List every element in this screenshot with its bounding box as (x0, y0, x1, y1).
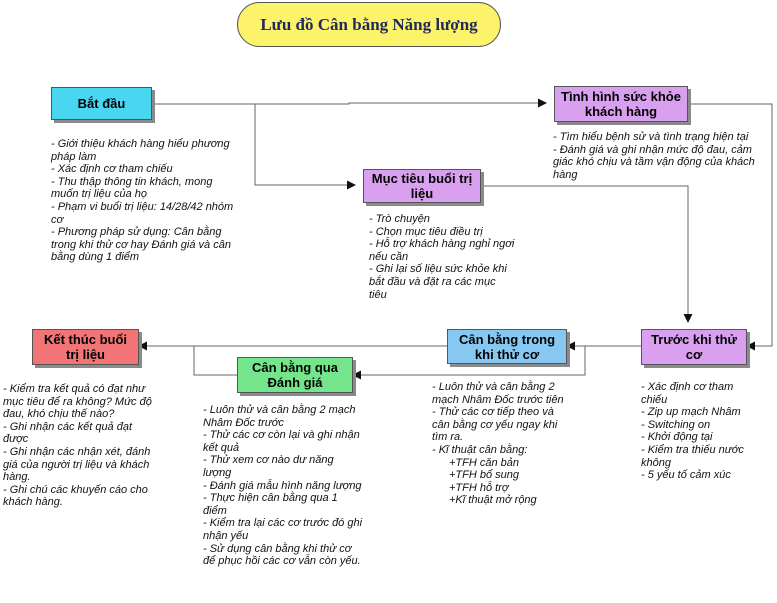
notes-start: - Giới thiệu khách hàng hiểu phương pháp… (51, 138, 241, 264)
note-item: - Luôn thử và cân bằng 2 mạch Nhâm Đốc t… (203, 404, 356, 429)
note-subitem: +TFH hỗ trợ (449, 481, 509, 494)
note-item: - Kiểm tra thiếu nước không (641, 443, 744, 469)
note-item: - Thực hiện cân bằng qua 1 điểm (203, 492, 338, 517)
note-item: - Đánh giá và ghi nhận mức độ đau, cảm g… (553, 143, 755, 181)
node-start: Bắt đầu (51, 87, 152, 120)
arrow-before-to-eval (352, 345, 641, 380)
arrow-start-to-goals (152, 103, 356, 190)
notes-end-session: - Kiểm tra kết quả có đạt như mục tiêu đ… (3, 383, 153, 509)
notes-balance-during-test: - Luôn thử và cân bằng 2 mạch Nhâm Đốc t… (432, 381, 564, 507)
node-balance-during-test: Cân bằng trong khi thử cơ (447, 329, 567, 364)
note-item: - Phạm vi buổi trị liệu: 14/28/42 nhóm c… (51, 200, 234, 226)
note-item: - Đánh giá mẫu hình năng lượng (203, 479, 362, 492)
note-item: - Ghi chú các khuyến cáo cho khách hàng. (3, 483, 148, 509)
note-item: - Tìm hiểu bệnh sử và tình trạng hiện tạ… (553, 131, 749, 143)
notes-balance-evaluation: - Luôn thử và cân bằng 2 mạch Nhâm Đốc t… (203, 404, 363, 568)
note-item: - Xác định cơ tham chiếu (51, 163, 173, 176)
note-item: - 5 yếu tố cảm xúc (641, 469, 731, 482)
note-item: - Chọn mục tiêu điều trị (369, 225, 483, 238)
note-item: - Zip up mạch Nhâm (641, 406, 741, 419)
diagram-title: Lưu đồ Cân bằng Năng lượng (237, 2, 501, 47)
note-item: - Giới thiệu khách hàng hiểu phương pháp… (51, 138, 230, 163)
note-item: - Sử dụng cân bằng khi thử cơ để phục hồ… (203, 542, 361, 568)
note-item: - Switching on (641, 418, 711, 431)
note-item: - Luôn thử và cân bằng 2 mạch Nhâm Đốc t… (432, 381, 564, 406)
node-before-test: Trước khi thử cơ (641, 329, 747, 365)
note-item: - Xác định cơ tham chiếu (641, 381, 734, 406)
node-end-session: Kết thúc buổi trị liệu (32, 329, 139, 365)
note-subitem: +Kĩ thuật mở rộng (449, 494, 537, 507)
notes-client-health: - Tìm hiểu bệnh sử và tình trạng hiện tạ… (553, 131, 768, 181)
note-item: - Khởi động tại (641, 431, 713, 444)
note-item: - Phương pháp sử dụng: Cân bằng trong kh… (51, 226, 231, 264)
note-item: - Ghi lại số liệu sức khỏe khi bắt đầu v… (369, 263, 507, 301)
note-item: - Thu thập thông tin khách, mong muốn tr… (51, 175, 213, 201)
arrow-eval-to-end (193, 346, 237, 376)
notes-before-test: - Xác định cơ tham chiếu - Zip up mạch N… (641, 381, 761, 482)
note-item: - Ghi nhận các kết quả đạt được (3, 420, 133, 446)
note-item: - Thử các cơ còn lại và ghi nhận kết quả (203, 429, 360, 454)
arrow-health-to-before (688, 103, 773, 351)
note-subitem: +TFH căn bản (449, 456, 520, 469)
note-item: - Trò chuyện (369, 213, 430, 225)
note-item: - Hỗ trợ khách hàng nghỉ ngơi nếu cần (369, 238, 515, 263)
notes-session-goals: - Trò chuyện - Chọn mục tiêu điều trị - … (369, 213, 515, 301)
arrow-goals-to-before (481, 185, 693, 323)
node-balance-evaluation: Cân bằng qua Đánh giá (237, 357, 353, 393)
node-session-goals: Mục tiêu buổi trị liệu (363, 169, 481, 203)
node-client-health: Tình hình sức khỏe khách hàng (554, 86, 688, 122)
note-item: - Ghi nhận các nhận xét, đánh giá của ng… (3, 445, 151, 484)
note-item: - Thử các cơ tiếp theo và cân bằng cơ yế… (432, 406, 558, 444)
note-item: - Kĩ thuật cân bằng: (432, 443, 528, 456)
note-item: - Kiểm tra lại các cơ trước đó ghi nhận … (203, 517, 363, 542)
note-item: - Thử xem cơ nào dư năng lượng (203, 454, 334, 479)
note-subitem: +TFH bổ sung (449, 469, 520, 482)
note-item: - Kiểm tra kết quả có đạt như mục tiêu đ… (3, 383, 152, 421)
